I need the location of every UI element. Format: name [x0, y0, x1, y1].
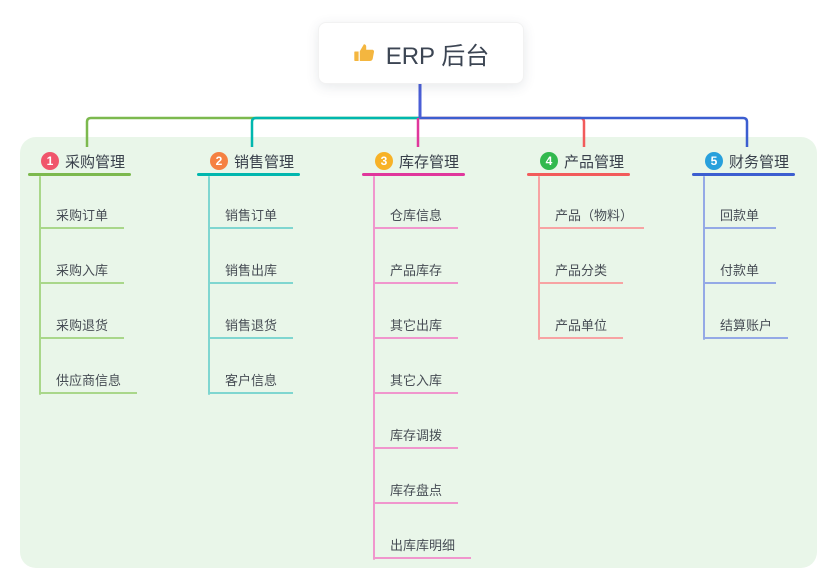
child-node[interactable]: 回款单 [703, 203, 776, 229]
child-node[interactable]: 库存盘点 [373, 478, 458, 504]
branch-children-rail [703, 176, 705, 340]
branch-number-badge: 3 [375, 152, 393, 170]
child-label: 付款单 [720, 263, 760, 278]
child-label: 产品（物料） [555, 208, 634, 223]
child-label: 产品单位 [555, 318, 608, 333]
branch-title[interactable]: 2 销售管理 [210, 151, 357, 171]
branch-label: 销售管理 [234, 153, 295, 171]
child-node[interactable]: 仓库信息 [373, 203, 458, 229]
branch-children-rail [373, 176, 375, 560]
branch-label: 采购管理 [65, 153, 126, 171]
child-label: 采购订单 [56, 208, 109, 223]
child-label: 结算账户 [720, 318, 773, 333]
child-label: 采购入库 [56, 263, 109, 278]
child-node[interactable]: 库存调拨 [373, 423, 458, 449]
child-label: 出库库明细 [390, 538, 456, 553]
branch-children-rail [208, 176, 210, 395]
child-label: 销售退货 [225, 318, 278, 333]
branch-title[interactable]: 1 采购管理 [41, 151, 188, 171]
child-label: 客户信息 [225, 373, 278, 388]
child-node[interactable]: 产品（物料） [538, 203, 644, 229]
child-node[interactable]: 产品库存 [373, 258, 458, 284]
root-node-erp[interactable]: ERP 后台 [318, 22, 524, 84]
child-node[interactable]: 客户信息 [208, 368, 293, 394]
child-label: 回款单 [720, 208, 760, 223]
child-node[interactable]: 销售订单 [208, 203, 293, 229]
branch-underline [362, 173, 465, 176]
branch-label: 产品管理 [564, 153, 625, 171]
branch-children-rail [39, 176, 41, 395]
branch-number-badge: 2 [210, 152, 228, 170]
branch-title[interactable]: 3 库存管理 [375, 151, 522, 171]
branch-title[interactable]: 4 产品管理 [540, 151, 687, 171]
child-label: 其它入库 [390, 373, 443, 388]
branch-1: 1 采购管理 采购订单 采购入库 采购退货 供应商信息 [28, 146, 188, 398]
branch-5: 5 财务管理 回款单 付款单 结算账户 [692, 146, 839, 343]
branch-number-badge: 1 [41, 152, 59, 170]
branch-title[interactable]: 5 财务管理 [705, 151, 839, 171]
child-label: 产品库存 [390, 263, 443, 278]
branch-underline [197, 173, 300, 176]
root-label: ERP 后台 [385, 42, 490, 70]
branch-3: 3 库存管理 仓库信息 产品库存 其它出库 其它入库 库存调拨 库存盘点 出库库… [362, 146, 522, 563]
child-label: 仓库信息 [390, 208, 443, 223]
branch-underline [527, 173, 630, 176]
child-label: 库存盘点 [390, 483, 443, 498]
child-node[interactable]: 其它出库 [373, 313, 458, 339]
child-label: 销售订单 [225, 208, 278, 223]
child-label: 采购退货 [56, 318, 109, 333]
branch-4: 4 产品管理 产品（物料） 产品分类 产品单位 [527, 146, 687, 343]
child-node[interactable]: 产品分类 [538, 258, 623, 284]
child-node[interactable]: 供应商信息 [39, 368, 137, 394]
child-node[interactable]: 付款单 [703, 258, 776, 284]
child-label: 产品分类 [555, 263, 608, 278]
child-node[interactable]: 其它入库 [373, 368, 458, 394]
branch-children-rail [538, 176, 540, 340]
branch-label: 库存管理 [399, 153, 460, 171]
thumbs-up-icon-svg [354, 44, 374, 61]
child-node[interactable]: 采购入库 [39, 258, 124, 284]
branch-underline [692, 173, 795, 176]
branch-number-badge: 4 [540, 152, 558, 170]
child-node[interactable]: 结算账户 [703, 313, 788, 339]
branches-background-panel [20, 137, 817, 568]
thumbs-up-icon [353, 41, 377, 65]
child-label: 其它出库 [390, 318, 443, 333]
child-node[interactable]: 产品单位 [538, 313, 623, 339]
branch-underline [28, 173, 131, 176]
child-node[interactable]: 销售出库 [208, 258, 293, 284]
child-node[interactable]: 销售退货 [208, 313, 293, 339]
child-label: 销售出库 [225, 263, 278, 278]
child-label: 供应商信息 [56, 373, 122, 388]
branch-label: 财务管理 [729, 153, 790, 171]
child-node[interactable]: 采购退货 [39, 313, 124, 339]
child-node[interactable]: 采购订单 [39, 203, 124, 229]
child-label: 库存调拨 [390, 428, 443, 443]
child-node[interactable]: 出库库明细 [373, 533, 471, 559]
branch-number-badge: 5 [705, 152, 723, 170]
branch-2: 2 销售管理 销售订单 销售出库 销售退货 客户信息 [197, 146, 357, 398]
